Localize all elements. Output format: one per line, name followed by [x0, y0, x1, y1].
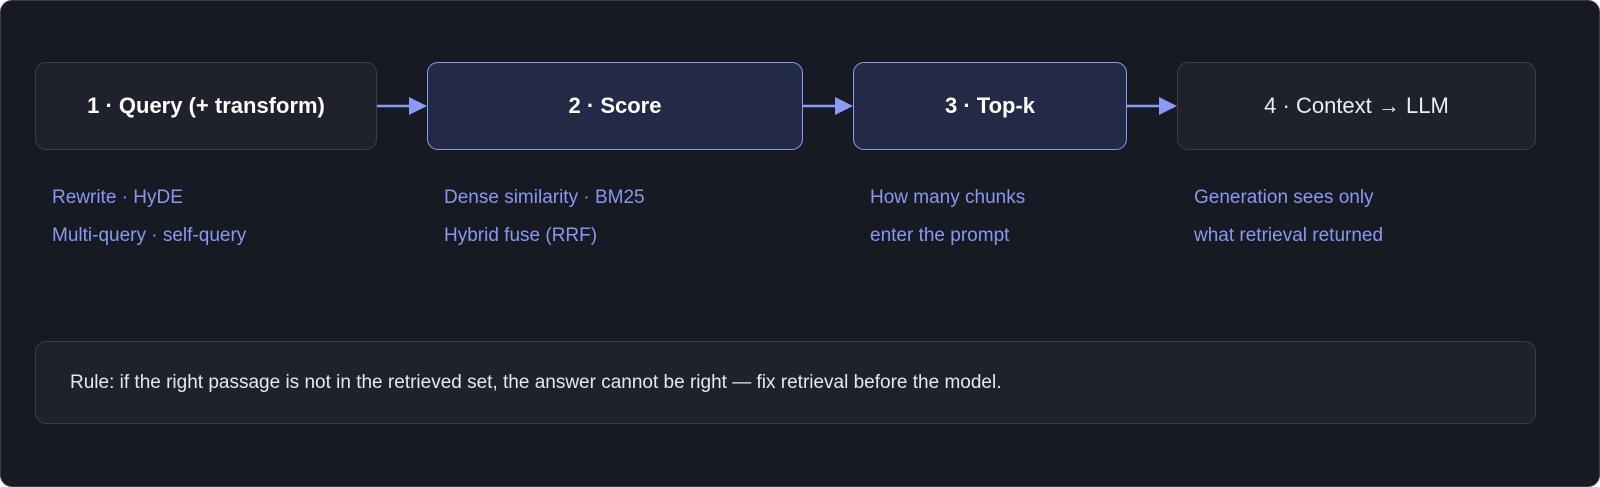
note-line: Generation sees only [1194, 187, 1374, 208]
stage-top-k: 3 · Top-k [853, 62, 1127, 150]
stage-context-llm: 4 · Context → LLM [1177, 62, 1536, 150]
arrow-2-to-3 [803, 97, 853, 115]
stage-top-k-notes: How many chunks enter the prompt [870, 179, 1025, 255]
stage-score-label: 2 · Score [568, 93, 662, 118]
stage-score-notes: Dense similarity · BM25 Hybrid fuse (RRF… [444, 179, 645, 255]
note-line: How many chunks [870, 187, 1026, 208]
rule-callout: Rule: if the right passage is not in the… [35, 341, 1536, 424]
note-line: what retrieval returned [1194, 225, 1384, 246]
stage-top-k-label: 3 · Top-k [944, 93, 1036, 118]
arrow-1-to-2 [377, 97, 427, 115]
note-line: Dense similarity · BM25 [444, 187, 645, 208]
note-line: enter the prompt [870, 225, 1010, 246]
note-line: Multi-query · self-query [52, 225, 247, 246]
note-line: Rewrite · HyDE [52, 187, 183, 208]
stage-query-notes: Rewrite · HyDE Multi-query · self-query [52, 179, 246, 255]
stage-score: 2 · Score [427, 62, 803, 150]
arrow-3-to-4 [1127, 97, 1177, 115]
stage-query-label: 1 · Query (+ transform) [87, 93, 325, 118]
note-line: Hybrid fuse (RRF) [444, 225, 598, 246]
stage-query: 1 · Query (+ transform) [35, 62, 377, 150]
rule-text: Rule: if the right passage is not in the… [70, 371, 1002, 393]
stage-context-llm-notes: Generation sees only what retrieval retu… [1194, 179, 1383, 255]
stage-context-llm-label: 4 · Context → LLM [1264, 93, 1449, 118]
